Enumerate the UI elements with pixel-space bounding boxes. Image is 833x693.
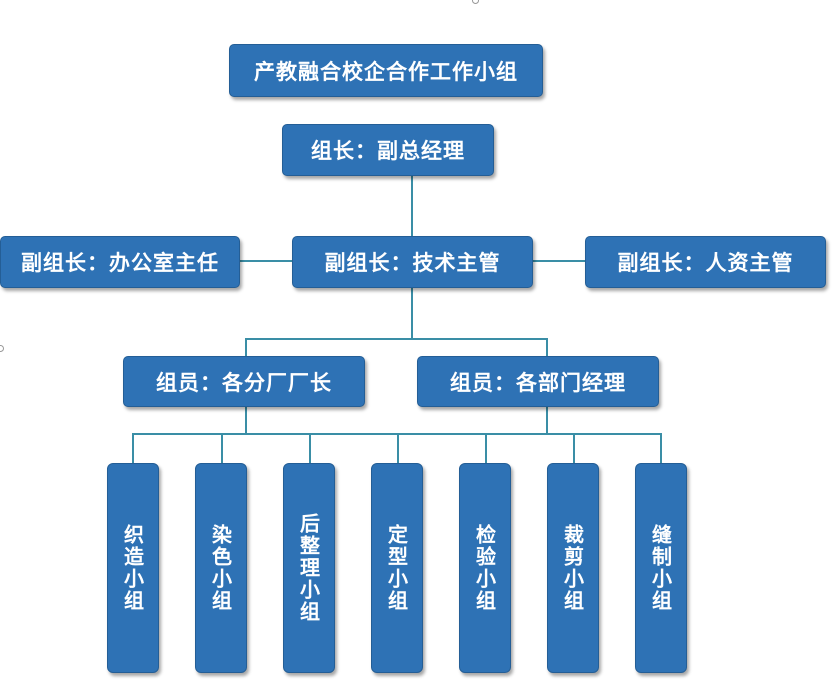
- group-box-dyeing: 染色小组: [195, 463, 247, 673]
- group-box-setting: 定型小组: [371, 463, 423, 673]
- connector-member-right-down: [546, 407, 548, 434]
- connector-groups-bus: [132, 433, 661, 435]
- connector-group-drop-5: [485, 433, 487, 464]
- connector-right-deputy: [533, 260, 585, 262]
- connector-left-deputy: [240, 260, 292, 262]
- title-box: 产教融合校企合作工作小组: [229, 44, 543, 97]
- group-box-cutting: 裁剪小组: [547, 463, 599, 673]
- connector-group-drop-1: [132, 433, 134, 464]
- member-box-branch-managers: 组员：各分厂厂长: [123, 356, 365, 407]
- connector-group-drop-4: [397, 433, 399, 464]
- group-box-sewing: 缝制小组: [635, 463, 687, 673]
- deputy-left-box: 副组长：办公室主任: [0, 236, 240, 288]
- group-box-weaving: 织造小组: [107, 463, 159, 673]
- deputy-center-box: 副组长：技术主管: [292, 236, 533, 288]
- corner-marker-left: [0, 345, 4, 352]
- connector-member-left-drop: [245, 338, 247, 357]
- connector-members-bus: [245, 338, 548, 340]
- connector-member-right-drop: [546, 338, 548, 357]
- connector-group-drop-7: [660, 433, 662, 464]
- deputy-right-box: 副组长：人资主管: [585, 236, 826, 288]
- connector-group-drop-3: [309, 433, 311, 464]
- leader-box: 组长：副总经理: [282, 124, 494, 176]
- connector-group-drop-2: [221, 433, 223, 464]
- corner-marker-top: [472, 0, 479, 4]
- group-box-finishing: 后整理小组: [283, 463, 335, 673]
- connector-leader-to-deputy: [411, 176, 413, 236]
- connector-deputy-down: [411, 288, 413, 339]
- connector-group-drop-6: [573, 433, 575, 464]
- group-box-inspection: 检验小组: [459, 463, 511, 673]
- member-box-department-managers: 组员：各部门经理: [417, 356, 659, 407]
- connector-member-left-down: [245, 407, 247, 434]
